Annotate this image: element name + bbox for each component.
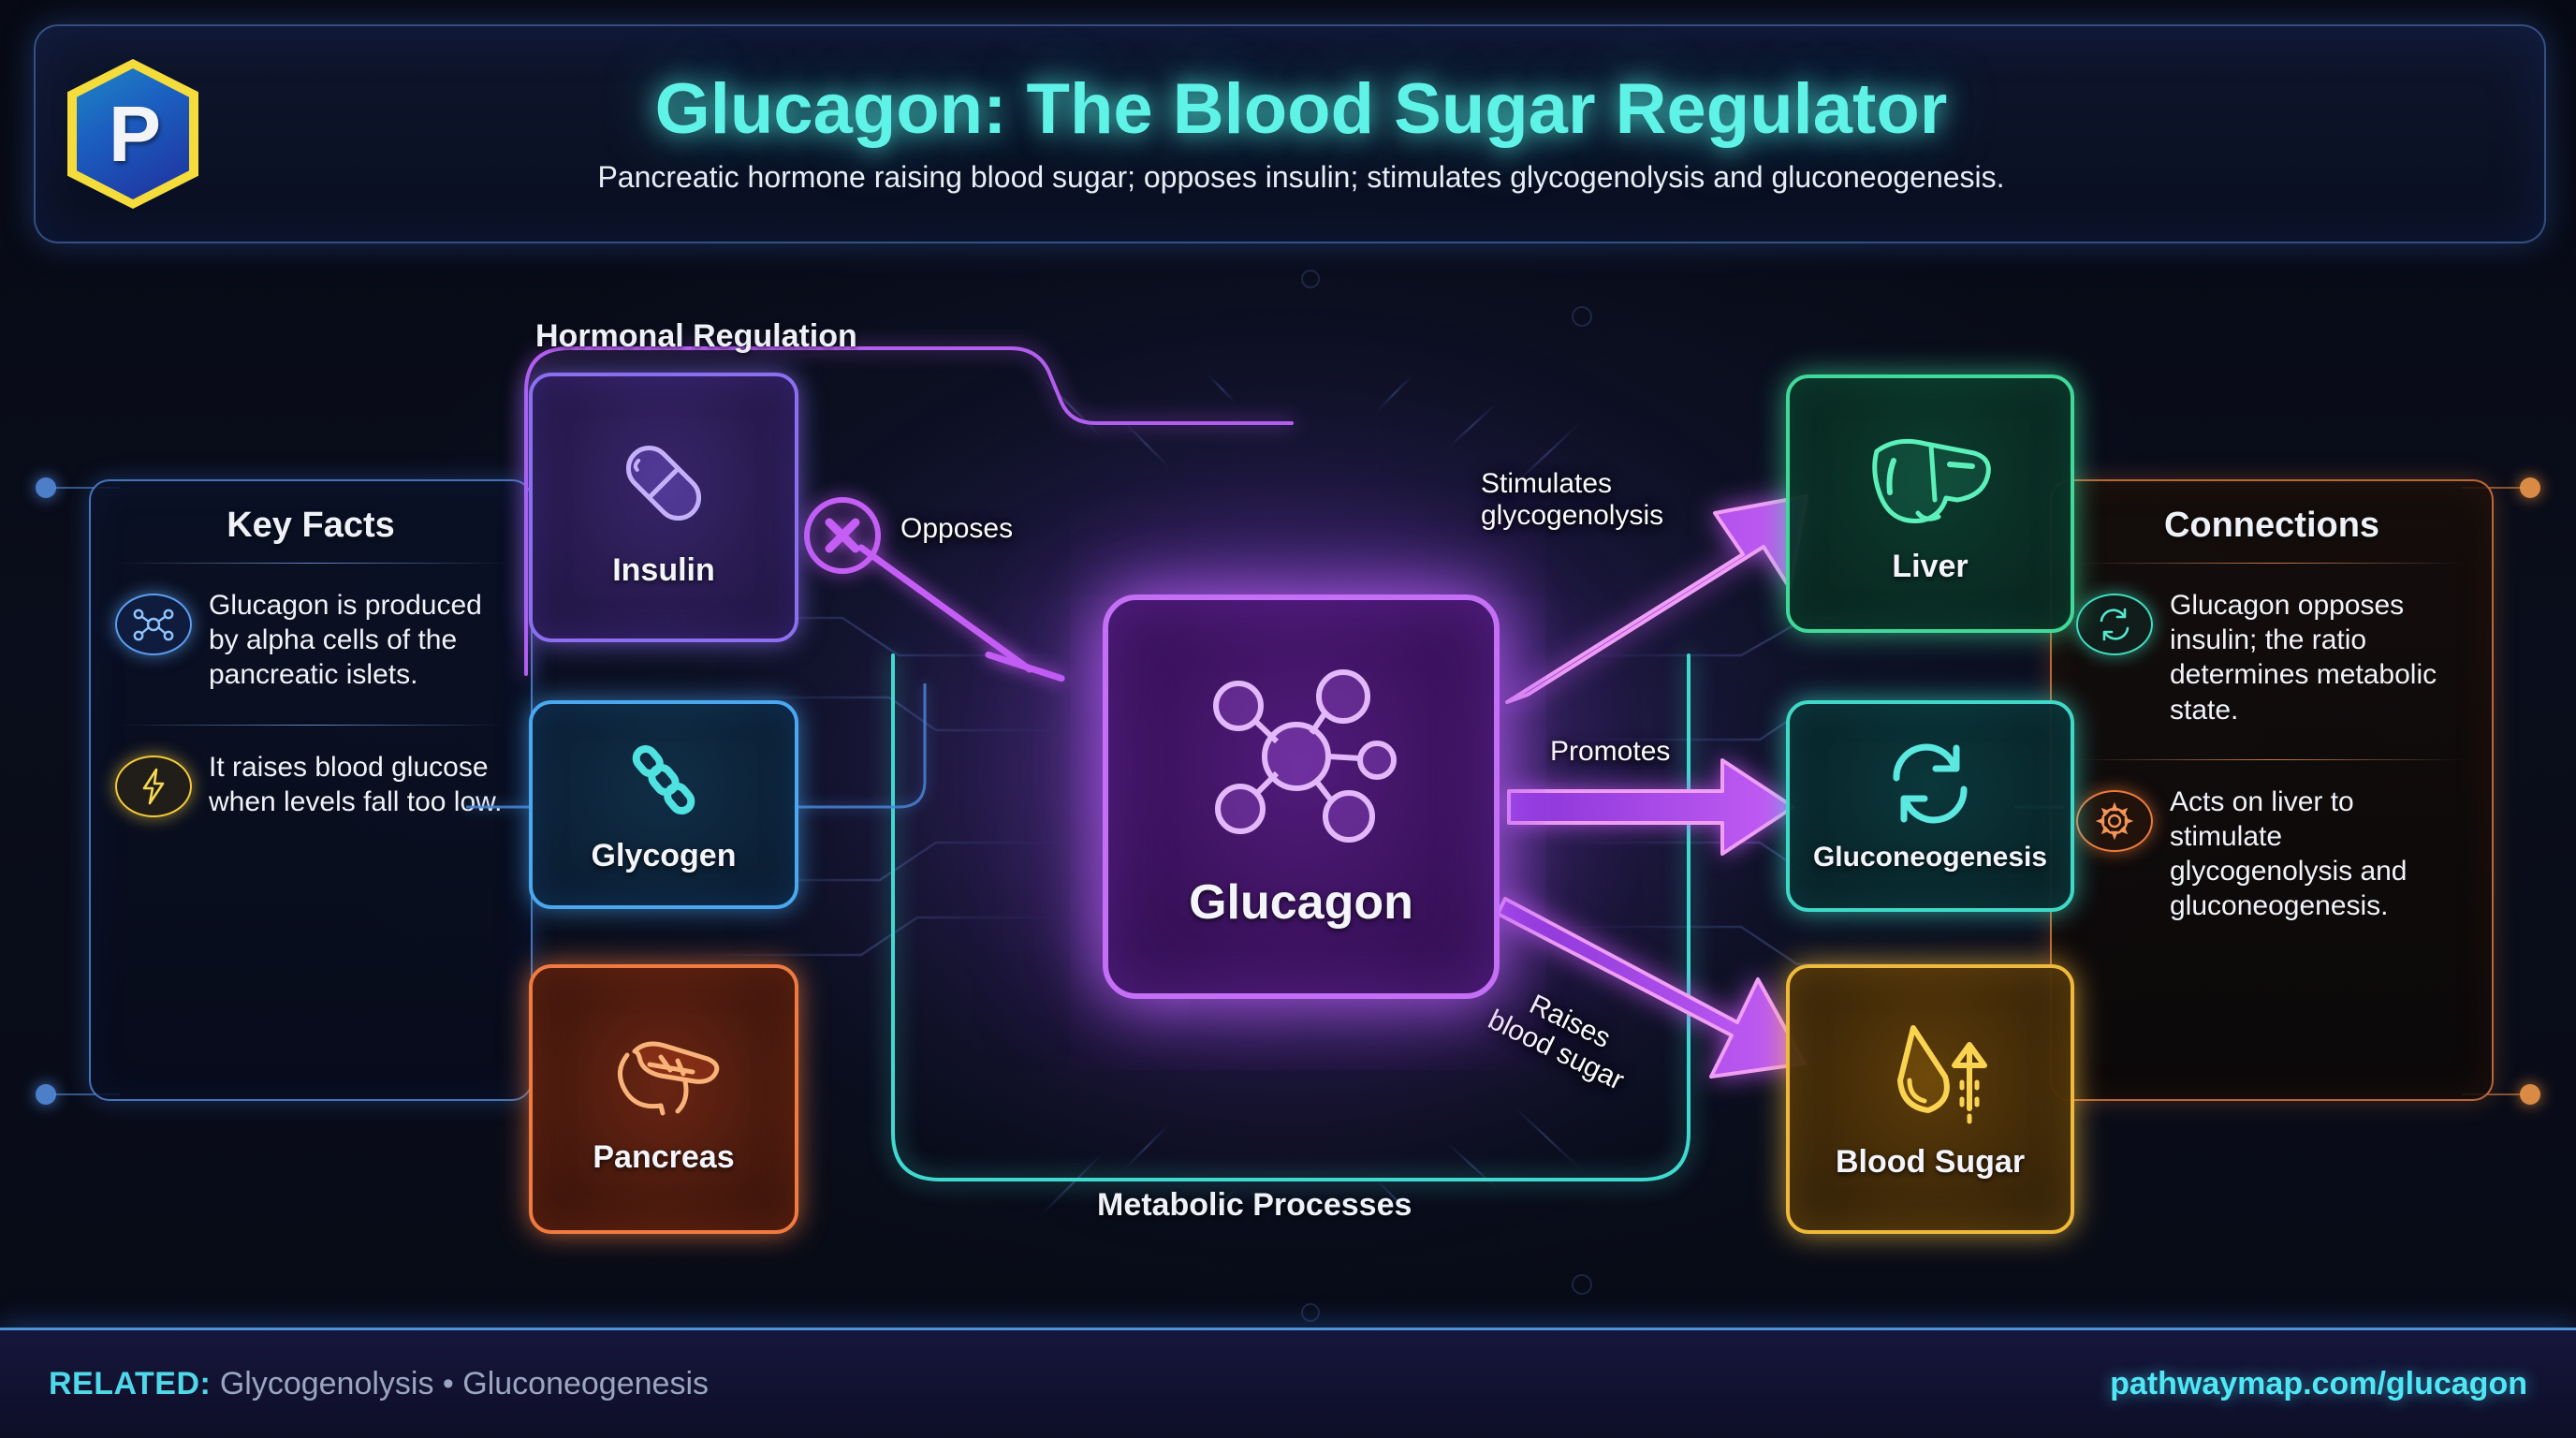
node-label-liver: Liver bbox=[1892, 548, 1969, 584]
connection-item: Acts on liver to stimulate glycogenolysi… bbox=[2052, 760, 2492, 924]
key-fact-text: It raises blood glucose when levels fall… bbox=[209, 751, 503, 817]
group-label-metabolic-processes: Metabolic Processes bbox=[1097, 1187, 1412, 1223]
group-label-hormonal-regulation: Hormonal Regulation bbox=[535, 318, 857, 354]
logo-letter: P bbox=[108, 90, 161, 178]
node-blood-sugar[interactable]: Blood Sugar bbox=[1786, 964, 2074, 1234]
connection-text: Glucagon opposes insulin; the ratio dete… bbox=[2170, 590, 2437, 726]
footer-bar: RELATED: Glycogenolysis • Gluconeogenesi… bbox=[0, 1328, 2576, 1438]
panel-corner-dot-bottom-right bbox=[2520, 1084, 2540, 1105]
chain-link-icon bbox=[619, 735, 709, 825]
key-fact-text: Glucagon is produced by alpha cells of t… bbox=[209, 590, 482, 691]
gear-icon bbox=[2076, 789, 2153, 852]
connections-title: Connections bbox=[2163, 506, 2380, 545]
capsule-icon bbox=[607, 427, 720, 539]
droplet-up-icon bbox=[1865, 1019, 1996, 1131]
refresh-cycle-icon bbox=[1881, 739, 1979, 829]
related-label: RELATED: bbox=[49, 1366, 212, 1401]
node-label-insulin: Insulin bbox=[612, 551, 715, 588]
panel-right-connector-bottom bbox=[2462, 1093, 2525, 1095]
panel-right-connector-top bbox=[2462, 487, 2525, 489]
edge-opposes bbox=[804, 497, 1065, 682]
group-metabolic-processes bbox=[891, 653, 1690, 1181]
edge-raises-blood-sugar bbox=[1496, 897, 1807, 1078]
pancreas-icon bbox=[603, 1023, 724, 1126]
header-text-block: Glucagon: The Blood Sugar Regulator Panc… bbox=[198, 73, 2544, 196]
related-links: RELATED: Glycogenolysis • Gluconeogenesi… bbox=[49, 1366, 709, 1402]
panel-corner-dot-top-right bbox=[2520, 477, 2540, 498]
node-label-glycogen: Glycogen bbox=[591, 838, 737, 873]
logo-badge: P bbox=[67, 59, 198, 209]
edge-label-opposes: Opposes bbox=[900, 513, 1014, 544]
node-label-gluconeogenesis: Gluconeogenesis bbox=[1812, 842, 2048, 873]
related-items: Glycogenolysis • Gluconeogenesis bbox=[219, 1366, 709, 1401]
molecule-icon bbox=[115, 594, 192, 655]
key-facts-title: Key Facts bbox=[227, 506, 395, 545]
node-glycogen[interactable]: Glycogen bbox=[529, 700, 798, 909]
node-glucagon-center[interactable]: Glucagon bbox=[1103, 594, 1500, 999]
node-pancreas[interactable]: Pancreas bbox=[529, 964, 798, 1234]
key-facts-panel: Key Facts Glucagon is produced by alpha … bbox=[89, 479, 533, 1101]
edge-promotes bbox=[1507, 758, 1795, 856]
node-insulin[interactable]: Insulin bbox=[529, 373, 798, 642]
panel-left-connector-top bbox=[54, 487, 120, 489]
lightning-bolt-icon bbox=[115, 755, 192, 817]
key-fact-item: Glucagon is produced by alpha cells of t… bbox=[91, 564, 531, 693]
key-fact-item: It raises blood glucose when levels fall… bbox=[91, 726, 531, 819]
node-label-pancreas: Pancreas bbox=[593, 1138, 735, 1175]
divider bbox=[2078, 563, 2466, 564]
panel-corner-dot-bottom-left bbox=[36, 1084, 56, 1105]
logo-inner-hexagon: P bbox=[77, 68, 189, 199]
connection-text: Acts on liver to stimulate glycogenolysi… bbox=[2170, 785, 2408, 922]
molecule-icon bbox=[1203, 663, 1399, 850]
node-liver[interactable]: Liver bbox=[1786, 374, 2074, 633]
divider bbox=[117, 563, 505, 564]
edge-label-stimulates-glycogenolysis: Stimulates glycogenolysis bbox=[1481, 468, 1664, 531]
edge-label-promotes: Promotes bbox=[1550, 736, 1671, 767]
header-banner: P Glucagon: The Blood Sugar Regulator Pa… bbox=[34, 24, 2546, 243]
panel-corner-dot-top-left bbox=[36, 477, 56, 498]
node-label-glucagon: Glucagon bbox=[1189, 875, 1413, 930]
connection-item: Glucagon opposes insulin; the ratio dete… bbox=[2052, 564, 2492, 727]
page-title: Glucagon: The Blood Sugar Regulator bbox=[654, 68, 1948, 149]
node-gluconeogenesis[interactable]: Gluconeogenesis bbox=[1786, 700, 2074, 912]
refresh-cycle-icon bbox=[2076, 594, 2153, 655]
panel-left-connector-bottom bbox=[54, 1093, 120, 1095]
page-subtitle: Pancreatic hormone raising blood sugar; … bbox=[597, 160, 2005, 195]
source-url[interactable]: pathwaymap.com/glucagon bbox=[2110, 1366, 2527, 1401]
divider bbox=[2078, 758, 2466, 760]
divider bbox=[117, 724, 505, 726]
connections-panel: Connections Glucagon opposes insulin; th… bbox=[2050, 479, 2494, 1101]
liver-icon bbox=[1860, 423, 2000, 536]
node-label-blood-sugar: Blood Sugar bbox=[1835, 1143, 2026, 1180]
group-hormonal-regulation bbox=[524, 346, 1294, 676]
